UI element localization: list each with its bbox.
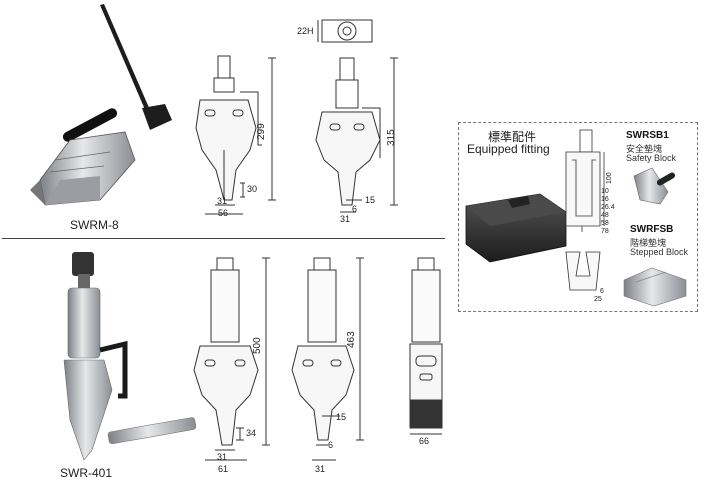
block-dim-16: 16 bbox=[601, 196, 609, 203]
safety-block-name-zh: 安全墊塊 bbox=[626, 144, 663, 154]
stepped-block-drawing bbox=[565, 251, 601, 291]
swrm8-photo bbox=[30, 4, 172, 206]
dim-30: 30 bbox=[247, 184, 258, 194]
dim-31-b: 31 bbox=[340, 214, 351, 224]
block-dim-26-4: 26.4 bbox=[601, 204, 615, 211]
dim-299: 299 bbox=[256, 123, 267, 140]
dim-34: 34 bbox=[246, 428, 257, 438]
safety-block-photo bbox=[633, 167, 676, 205]
equipped-fitting-box bbox=[458, 122, 698, 312]
dim-6-a: 6 bbox=[352, 204, 358, 214]
model-label-swr401: SWR-401 bbox=[60, 466, 113, 480]
safety-block-code: SWRSB1 bbox=[626, 130, 669, 141]
block-dim-58: 58 bbox=[601, 220, 609, 227]
stepped-dim-25: 25 bbox=[594, 296, 602, 303]
safety-block-name-en: Safety Block bbox=[626, 153, 677, 163]
stepped-block-name-zh: 階梯墊塊 bbox=[630, 238, 667, 248]
block-dim-10: 10 bbox=[601, 188, 609, 195]
dim-15-a: 15 bbox=[365, 195, 376, 205]
dim-315: 315 bbox=[386, 129, 397, 146]
swr401-photo bbox=[63, 252, 197, 461]
swrm8-top-view bbox=[317, 19, 373, 43]
carry-case bbox=[465, 193, 567, 263]
stepped-dim-6: 6 bbox=[600, 288, 604, 295]
dim-22h: 22H bbox=[297, 26, 314, 36]
dim-31-a: 31 bbox=[217, 196, 228, 206]
dim-500: 500 bbox=[252, 337, 263, 354]
dim-31-c: 31 bbox=[217, 452, 228, 462]
dim-56: 56 bbox=[218, 208, 229, 218]
stepped-block-name-en: Stepped Block bbox=[630, 247, 689, 257]
dim-66: 66 bbox=[419, 436, 430, 446]
dim-15-b: 15 bbox=[336, 412, 347, 422]
dim-61: 61 bbox=[218, 464, 229, 474]
stepped-block-photo bbox=[623, 267, 687, 307]
dim-463: 463 bbox=[346, 331, 357, 348]
section-divider bbox=[2, 238, 445, 239]
fitting-title-en: Equipped fitting bbox=[467, 142, 550, 156]
dim-31-d: 31 bbox=[315, 464, 326, 474]
swr401-side-drawing bbox=[291, 257, 364, 461]
block-dim-78: 78 bbox=[601, 228, 609, 235]
fitting-title-zh: 標準配件 bbox=[488, 130, 537, 144]
swrm8-front-drawing bbox=[195, 55, 276, 215]
swrm8-side-drawing bbox=[315, 57, 398, 213]
block-drawing bbox=[565, 129, 605, 232]
swr401-rear-drawing bbox=[409, 257, 443, 435]
model-label-swrm8: SWRM-8 bbox=[70, 218, 119, 232]
block-dim-48: 48 bbox=[601, 212, 609, 219]
dim-6-b: 6 bbox=[328, 440, 334, 450]
stepped-block-code: SWRFSB bbox=[630, 224, 674, 235]
swr401-front-drawing bbox=[193, 257, 270, 461]
block-dim-100: 100 bbox=[606, 172, 613, 184]
